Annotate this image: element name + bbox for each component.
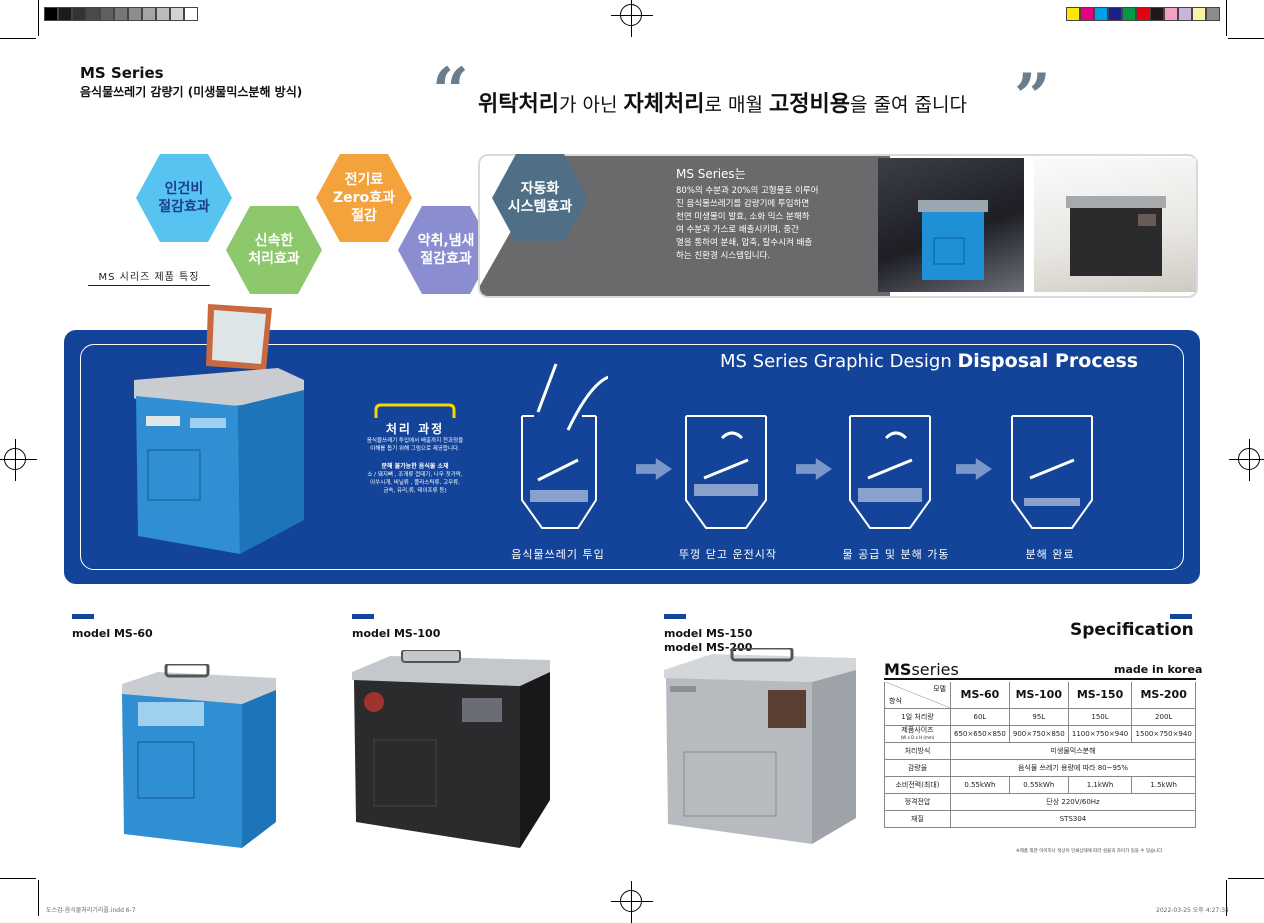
footer-timestamp: 2022-03-25 오후 4:27:34 [1156,907,1229,914]
model-label: model MS-200 [664,641,753,654]
close-quote-icon: ” [1014,60,1051,135]
registration-target-icon [1229,439,1264,481]
model-label: model MS-100 [352,627,441,640]
color-swatch [1192,7,1206,21]
made-in-label: made in korea [1114,663,1203,676]
color-swatch [1206,7,1220,21]
spec-accent-bar [1170,614,1192,619]
step-label-2: 뚜껑 닫고 운전시작 [679,548,777,561]
color-swatch [1108,7,1122,21]
model-label: model MS-150 [664,627,753,640]
table-row: 재질 STS304 [884,809,1196,828]
model-accent-bar [352,614,374,619]
spec-header-row: 모델 항식 MS-60 MS-100 MS-150 MS-200 [884,682,1196,709]
intro-text: MS Series는 80%의 수분과 20%의 고형물로 이루어 진 음식물쓰… [676,167,819,262]
step-label-4: 분해 완료 [1025,548,1075,561]
machine-illustration-open [128,300,304,554]
table-row: 처리방식 미생물믹스분해 [884,741,1196,760]
model-accent-bar [72,614,94,619]
registration-target-icon [611,0,653,37]
spec-col: MS-60 [950,682,1010,709]
slogan: 위탁처리가 아닌 자체처리로 매월 고정비용을 줄여 줍니다 [478,91,967,117]
spec-table: 모델 항식 MS-60 MS-100 MS-150 MS-200 1일 처리량 … [884,682,1196,828]
step-1-diagram [521,363,608,529]
spec-col: MS-200 [1131,682,1196,709]
process-panel-border [80,344,1184,570]
step-label-1: 음식물쓰레기 투입 [511,548,605,561]
product-ms100-image [352,650,550,848]
spec-header-rule [884,660,1196,680]
table-row: 감량율 음식물 쓰레기 용량에 따라 80~95% [884,758,1196,777]
color-swatch [1136,7,1150,21]
color-swatch [1150,7,1164,21]
step-2-diagram [685,415,767,529]
registration-target-icon [0,439,37,481]
grayscale-bar [44,7,198,21]
step-4-diagram [1011,415,1093,529]
registration-target-icon [611,881,653,923]
open-quote-icon: “ [432,54,469,129]
series-title: MS Series [80,64,164,82]
process-info-box: 처리 과정 음식물쓰레기 투입에서 배출까지 전과정을 이해를 돕기 위해 그림… [350,402,480,495]
table-row: 정격전압 단상 220V/60Hz [884,792,1196,811]
spec-brand: MSseries [884,660,959,679]
product-photo-blue [878,158,1024,292]
model-label: model MS-60 [72,627,153,640]
color-registration-bar [1066,7,1220,21]
spec-title: Specification [1070,620,1194,640]
footer-file-info: 도스감-음식물처리기리플.indd 6-7 [46,907,136,914]
model-accent-bar [664,614,686,619]
color-swatch [1080,7,1094,21]
color-swatch [1164,7,1178,21]
color-swatch [1178,7,1192,21]
color-swatch [1122,7,1136,21]
color-swatch [1094,7,1108,21]
features-label: MS 시리즈 제품 특징 [88,268,210,286]
spec-col: MS-100 [1008,682,1069,709]
product-photo-black [1034,158,1196,292]
product-ms150-image [664,648,856,844]
process-title: MS Series Graphic Design Disposal Proces… [720,350,1139,372]
step-label-3: 물 공급 및 분해 가동 [842,548,950,561]
spec-note: ※제품 외관 이미지나 색상이 인쇄상태에 따라 실물과 차이가 있을 수 있습… [1016,849,1163,854]
step-3-diagram [849,415,931,529]
product-ms60-image [122,664,276,848]
spec-col: MS-150 [1067,682,1133,709]
series-subtitle: 음식물쓰레기 감량기 (미생물믹스분해 방식) [80,85,303,99]
color-swatch [1066,7,1080,21]
